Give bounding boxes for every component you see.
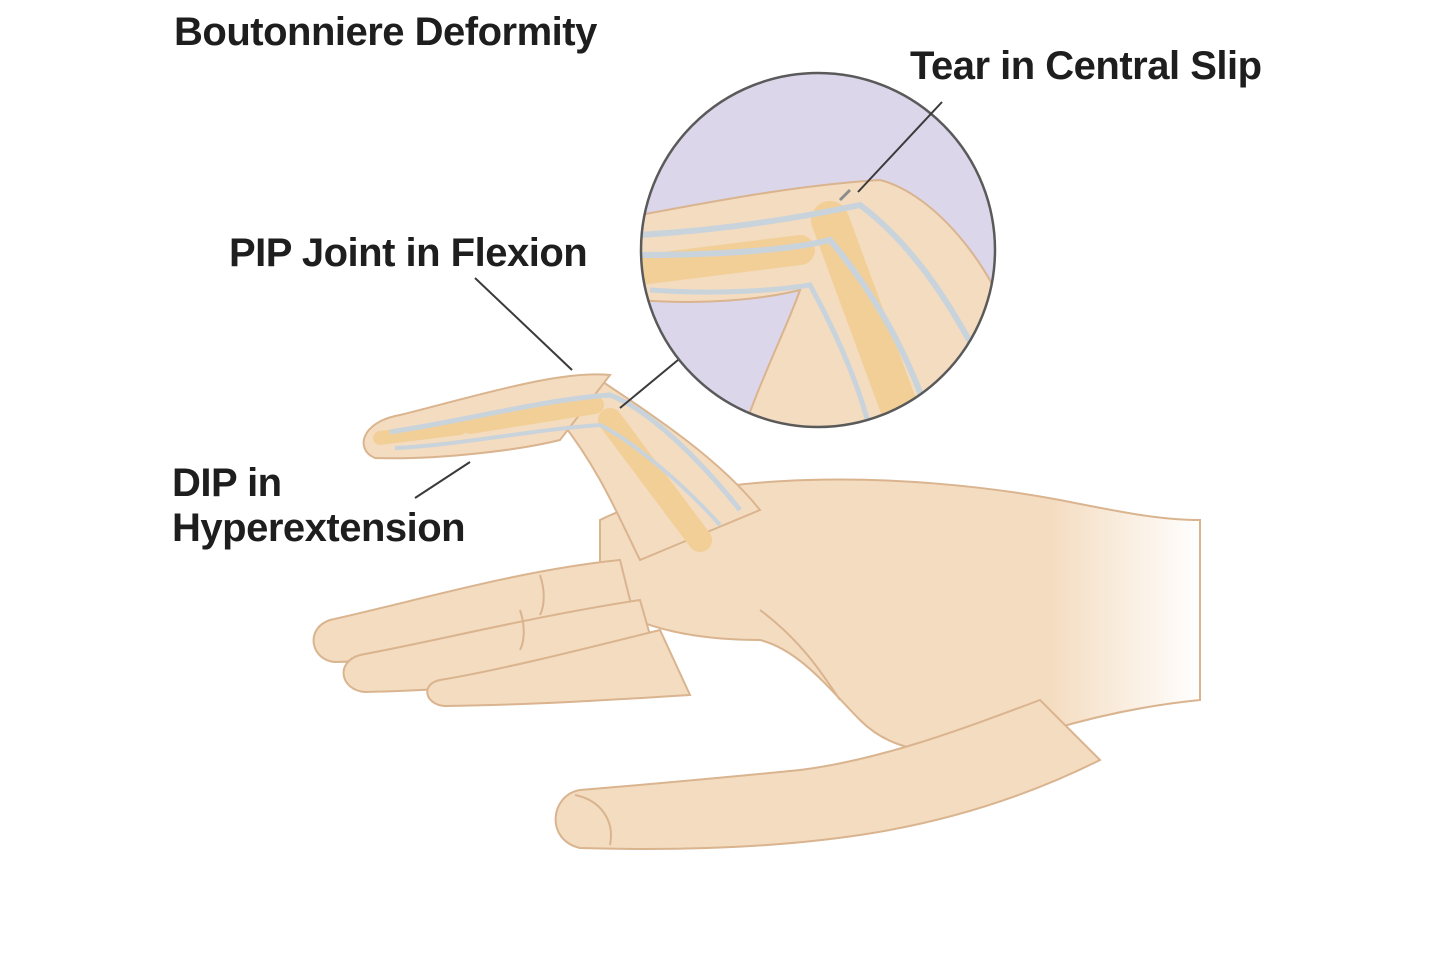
deformed-finger bbox=[362, 373, 762, 562]
leader-lines bbox=[414, 101, 943, 499]
thumb bbox=[554, 698, 1102, 850]
dip-leader-line bbox=[414, 461, 471, 499]
pip-leader-line bbox=[474, 277, 573, 371]
pip-joint-label: PIP Joint in Flexion bbox=[229, 231, 588, 275]
diagram-title: Boutonniere Deformity bbox=[174, 10, 597, 54]
tear-central-slip-label: Tear in Central Slip bbox=[910, 44, 1262, 88]
dip-label-line-2: Hyperextension bbox=[172, 505, 466, 550]
tear-leader-line bbox=[857, 101, 943, 193]
magnifier-connector-line bbox=[619, 359, 679, 409]
dip-label-line-1: DIP in bbox=[172, 461, 282, 505]
palm bbox=[599, 478, 1201, 753]
magnifier bbox=[639, 71, 997, 429]
dip-hyperextension-label: DIP in Hyperextension bbox=[172, 461, 466, 551]
lower-fingers bbox=[312, 558, 692, 708]
